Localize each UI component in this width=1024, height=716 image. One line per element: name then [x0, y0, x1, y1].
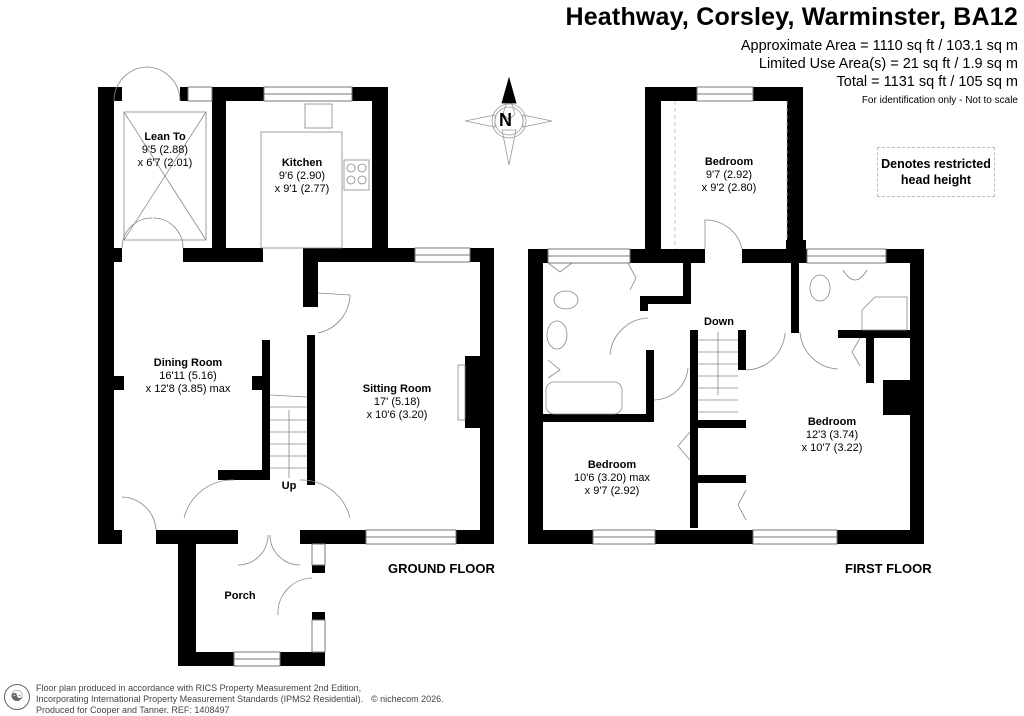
area-summary: Approximate Area = 1110 sq ft / 103.1 sq… [741, 37, 1018, 109]
room-label-sitting-room: Sitting Room 17' (5.18) x 10'6 (3.20) [362, 383, 432, 421]
room-label-porch: Porch [224, 590, 256, 602]
first-floor-label: FIRST FLOOR [845, 561, 932, 576]
room-label-dining-room: Dining Room 16'11 (5.16) x 12'8 (3.85) m… [145, 357, 231, 395]
ground-floor-fixtures [113, 66, 466, 616]
first-floor-fixtures [545, 101, 908, 521]
copyright: © nichecom 2026. [371, 694, 444, 704]
room-label-kitchen: Kitchen 9'6 (2.90) x 9'1 (2.77) [274, 157, 330, 195]
property-title: Heathway, Corsley, Warminster, BA12 [565, 3, 1018, 31]
footer-notes: Floor plan produced in accordance with R… [36, 683, 444, 715]
stairs-down-label: Down [704, 316, 734, 328]
approximate-area: Approximate Area = 1110 sq ft / 103.1 sq… [740, 38, 1018, 54]
limited-use-area: Limited Use Area(s) = 21 sq ft / 1.9 sq … [758, 56, 1018, 72]
restricted-head-height-legend: Denotes restricted head height [877, 147, 995, 197]
compass-north-label: N [499, 110, 512, 130]
compass-rose [464, 76, 553, 166]
stairs-up-label: Up [281, 480, 297, 492]
ground-floor-walls [98, 87, 494, 666]
first-floor-windows [547, 86, 887, 545]
room-label-bedroom-top: Bedroom 9'7 (2.92) x 9'2 (2.80) [701, 156, 757, 194]
person-icon: ☯ [4, 684, 30, 710]
ground-floor-label: GROUND FLOOR [388, 561, 495, 576]
ground-floor-windows [187, 86, 471, 667]
total-area: Total = 1131 sq ft / 105 sq m [836, 74, 1019, 90]
room-label-bedroom-left: Bedroom 10'6 (3.20) max x 9'7 (2.92) [573, 459, 651, 497]
disclaimer: For identification only - Not to scale [861, 95, 1018, 106]
room-label-bedroom-right: Bedroom 12'3 (3.74) x 10'7 (3.22) [801, 416, 863, 454]
room-label-lean-to: Lean To 9'5 (2.88) x 6'7 (2.01) [137, 131, 193, 169]
first-floor-walls [528, 87, 924, 544]
